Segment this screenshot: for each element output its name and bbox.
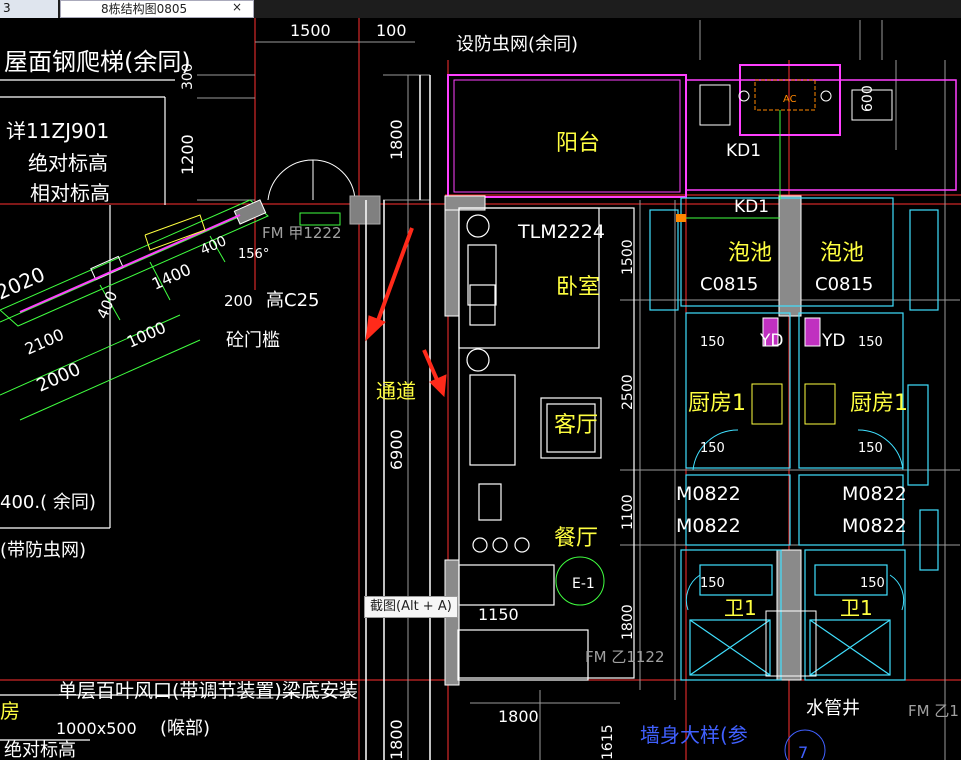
label-abs-elevation: 绝对标高	[28, 151, 108, 175]
tab-bar: 3 8栋结构图0805 ×	[0, 0, 961, 18]
left-annotations	[0, 79, 350, 741]
dim-1200: 1200	[178, 134, 197, 175]
label-balcony: 阳台	[556, 131, 600, 156]
label-kd1: KD1	[734, 197, 769, 217]
label-dining: 餐厅	[554, 526, 598, 551]
dim-2020: 2020	[0, 262, 49, 305]
dim-1500: 1500	[290, 21, 331, 40]
label-throat: (喉部)	[160, 718, 210, 739]
label-rel-elevation: 相对标高	[30, 181, 110, 205]
label-corridor: 通道	[376, 379, 416, 403]
label-abs-elevation-2: 绝对标高	[4, 740, 76, 760]
balcony-outline	[447, 64, 957, 198]
cad-drawing-canvas[interactable]: 屋面钢爬梯(余同) 详11ZJ901 绝对标高 相对标高 1500 100 30…	[0, 18, 961, 760]
label-bedroom: 卧室	[556, 275, 600, 300]
label-fm-c: FM 乙1	[908, 702, 959, 720]
label-set-screen: 设防虫网(余同)	[456, 34, 578, 55]
label-yd-left: YD	[759, 331, 783, 351]
label-threshold: 砼门槛	[226, 330, 280, 351]
dim-1800-b: 1800	[387, 719, 406, 760]
dimension-lines	[197, 20, 960, 760]
label-fm-door: FM 甲1222	[262, 224, 342, 242]
label-m0822-2: M0822	[676, 515, 741, 537]
label-grid-e: E-1	[572, 576, 595, 592]
label-c0815-left: C0815	[700, 274, 758, 295]
label-yd-right: YD	[821, 331, 845, 351]
label-c0815-right: C0815	[815, 274, 873, 295]
close-tab-icon[interactable]: ×	[232, 0, 243, 14]
label-wall-detail: 墙身大样(参	[640, 723, 748, 747]
dim-600: 600	[860, 85, 876, 112]
roof-equipment	[676, 79, 893, 677]
tab-previous-drawing[interactable]: 3	[0, 0, 58, 18]
label-kitchen-right: 厨房1	[850, 391, 908, 416]
dim-150-b: 150	[858, 335, 883, 350]
label-wc-right: 卫1	[840, 596, 873, 620]
dim-1000: 1000	[124, 318, 169, 352]
tab-active-drawing[interactable]: 8栋结构图0805	[60, 0, 254, 18]
axis-lines	[0, 18, 961, 760]
dim-1800-a: 1800	[387, 119, 406, 160]
label-axis-7: 7	[798, 743, 808, 760]
axis-bubble	[784, 729, 826, 760]
dim-150-d: 150	[858, 441, 883, 456]
entry-door	[267, 159, 381, 226]
dim-150-f: 150	[860, 576, 885, 591]
label-m0822-3: M0822	[842, 483, 907, 505]
apartment-interior	[457, 207, 635, 681]
dim-1500-right: 1500	[620, 239, 636, 275]
dim-200: 200	[224, 292, 253, 310]
dim-156: 156°	[238, 247, 269, 262]
label-louver: 单层百叶风口(带调节装置)梁底安装	[58, 680, 358, 702]
dim-150-c: 150	[700, 441, 725, 456]
label-m0822-1: M0822	[676, 483, 741, 505]
dim-150-a: 150	[700, 335, 725, 350]
dim-6900: 6900	[387, 429, 406, 470]
label-size: 1000x500	[56, 719, 137, 738]
dim-1150: 1150	[478, 605, 519, 624]
label-living: 客厅	[554, 413, 598, 438]
label-water-shaft: 水管井	[806, 698, 860, 719]
right-units	[649, 197, 939, 681]
drawing-labels: 屋面钢爬梯(余同) 详11ZJ901 绝对标高 相对标高 1500 100 30…	[0, 21, 959, 760]
kitchen-doors	[685, 429, 905, 611]
label-insect-screen: (带防虫网)	[0, 540, 86, 561]
dim-300: 300	[180, 63, 196, 90]
dim-1400: 1400	[149, 260, 194, 294]
red-arrow-icon	[365, 227, 447, 398]
dim-400: 400	[93, 288, 121, 321]
dim-2500: 2500	[620, 374, 636, 410]
dim-1100: 1100	[620, 494, 636, 530]
label-kitchen-left: 厨房1	[688, 391, 746, 416]
label-detail-ref: 详11ZJ901	[6, 119, 109, 143]
dim-100: 100	[376, 21, 407, 40]
screenshot-tooltip: 截图(Alt + A)	[364, 596, 458, 618]
label-kd1-top: KD1	[726, 141, 761, 161]
label-tlm: TLM2224	[517, 221, 605, 243]
label-pool-right: 泡池	[820, 241, 864, 266]
dim-400b: 400	[198, 233, 229, 258]
dim-2100: 2100	[22, 325, 67, 359]
label-fm-b: FM 乙1122	[585, 648, 665, 666]
label-roof-ladder: 屋面钢爬梯(余同)	[4, 48, 191, 76]
label-ac: AC	[783, 94, 797, 105]
label-vent-400: 400.( 余同)	[0, 492, 96, 513]
dim-1800-right: 1800	[620, 604, 636, 640]
dim-1615: 1615	[600, 724, 616, 760]
grid-bubble	[555, 556, 605, 606]
dim-2000: 2000	[33, 359, 83, 397]
label-wc-left: 卫1	[724, 596, 757, 620]
dim-1800-c: 1800	[498, 707, 539, 726]
label-m0822-4: M0822	[842, 515, 907, 537]
dim-150-e: 150	[700, 576, 725, 591]
label-high-c25: 高C25	[266, 290, 319, 311]
corridor-walls	[365, 75, 431, 760]
label-room-partial: 房	[0, 699, 20, 723]
label-pool-left: 泡池	[728, 241, 772, 266]
diagonal-stair	[0, 199, 269, 421]
